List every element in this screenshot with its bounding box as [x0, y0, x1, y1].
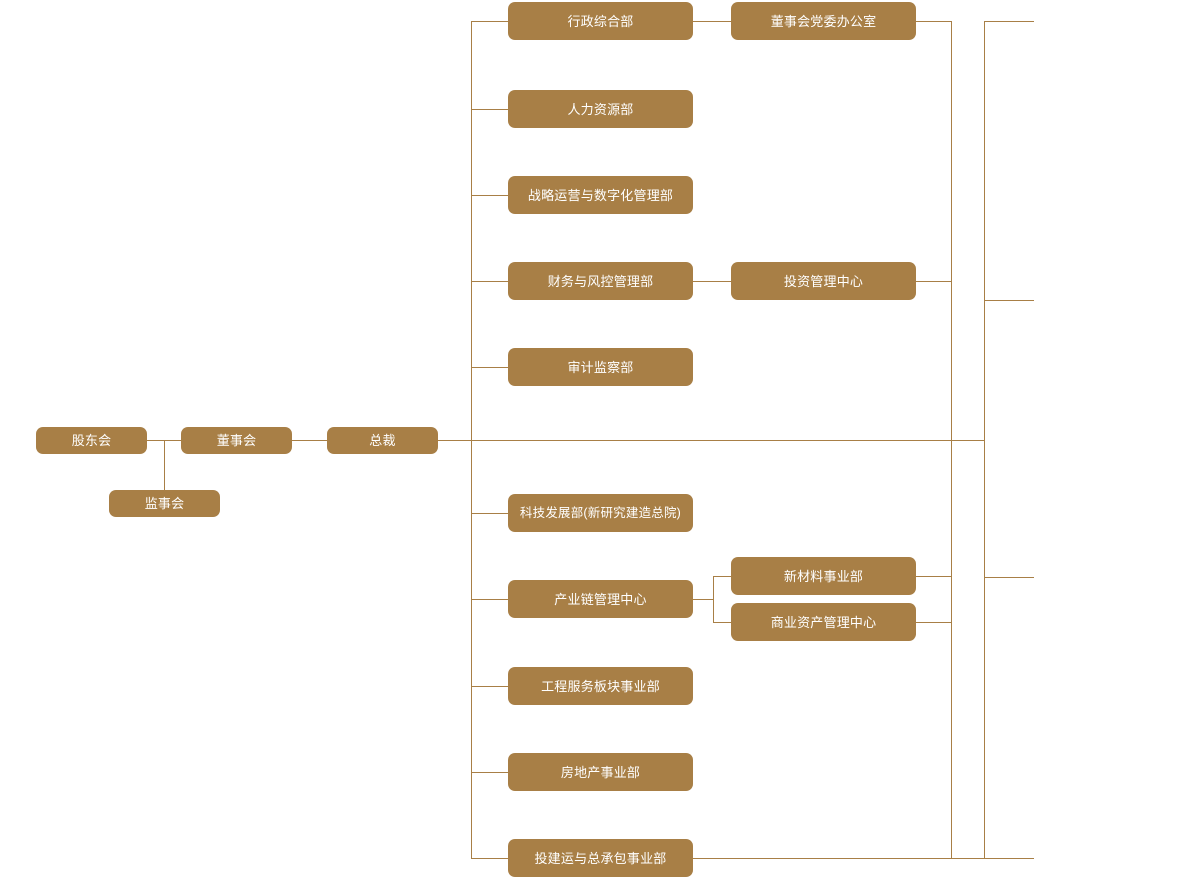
node-tech-development-dept[interactable]: 科技发展部(新研究建造总院) — [508, 494, 693, 532]
node-real-estate-division[interactable]: 房地产事业部 — [508, 753, 693, 791]
connector-branch-admin — [471, 21, 508, 22]
right-inner-rail-top-stub — [915, 21, 951, 22]
connector-branch-finance — [471, 281, 508, 282]
connector-branch-tech — [471, 513, 508, 514]
connector-finance-to-investment-center — [693, 281, 731, 282]
right-outer-bracket-mid-upper-stub — [984, 300, 1034, 301]
connector-branch-audit — [471, 367, 508, 368]
node-investment-construction-epc-division[interactable]: 投建运与总承包事业部 — [508, 839, 693, 877]
node-president[interactable]: 总裁 — [327, 427, 438, 454]
connector-president-to-spine — [437, 440, 984, 441]
connector-department-spine-lower — [471, 440, 472, 858]
node-engineering-services-division[interactable]: 工程服务板块事业部 — [508, 667, 693, 705]
node-supervisory-board[interactable]: 监事会 — [109, 490, 220, 517]
connector-industry-chain-fork — [713, 576, 714, 622]
node-new-materials-division[interactable]: 新材料事业部 — [731, 557, 916, 595]
node-audit-supervision-dept[interactable]: 审计监察部 — [508, 348, 693, 386]
node-commercial-asset-center[interactable]: 商业资产管理中心 — [731, 603, 916, 641]
right-inner-rail — [951, 21, 952, 859]
connector-industry-chain-stub — [693, 599, 713, 600]
node-finance-risk-dept[interactable]: 财务与风控管理部 — [508, 262, 693, 300]
node-industry-chain-center[interactable]: 产业链管理中心 — [508, 580, 693, 618]
node-human-resources-dept[interactable]: 人力资源部 — [508, 90, 693, 128]
node-shareholders-meeting[interactable]: 股东会 — [36, 427, 147, 454]
node-investment-management-center[interactable]: 投资管理中心 — [731, 262, 916, 300]
right-outer-bracket-top-stub — [984, 21, 1034, 22]
node-admin-general-dept[interactable]: 行政综合部 — [508, 2, 693, 40]
connector-branch-strategy — [471, 195, 508, 196]
connector-branch-real-estate — [471, 772, 508, 773]
right-outer-bracket-mid-lower-stub — [984, 577, 1034, 578]
connector-fork-to-new-materials — [713, 576, 731, 577]
connector-branch-hr — [471, 109, 508, 110]
node-strategy-ops-digital-dept[interactable]: 战略运营与数字化管理部 — [508, 176, 693, 214]
right-outer-bracket — [984, 21, 985, 859]
connector-shareholders-to-supervisory-vertical — [164, 440, 165, 503]
right-inner-rail-investment-stub — [915, 281, 951, 282]
connector-branch-engineering — [471, 686, 508, 687]
connector-admin-to-party-office — [693, 21, 731, 22]
right-inner-rail-new-materials-stub — [915, 576, 951, 577]
node-board-party-office[interactable]: 董事会党委办公室 — [731, 2, 916, 40]
connector-fork-to-commercial-asset — [713, 622, 731, 623]
connector-branch-epc — [471, 858, 508, 859]
connector-branch-industry-chain — [471, 599, 508, 600]
node-board-of-directors[interactable]: 董事会 — [181, 427, 292, 454]
connector-department-spine-upper — [471, 21, 472, 440]
right-inner-rail-commercial-asset-stub — [915, 622, 951, 623]
connector-epc-to-right-bracket — [693, 858, 984, 859]
right-outer-bracket-bottom-stub — [984, 858, 1034, 859]
connector-board-to-president — [291, 440, 327, 441]
